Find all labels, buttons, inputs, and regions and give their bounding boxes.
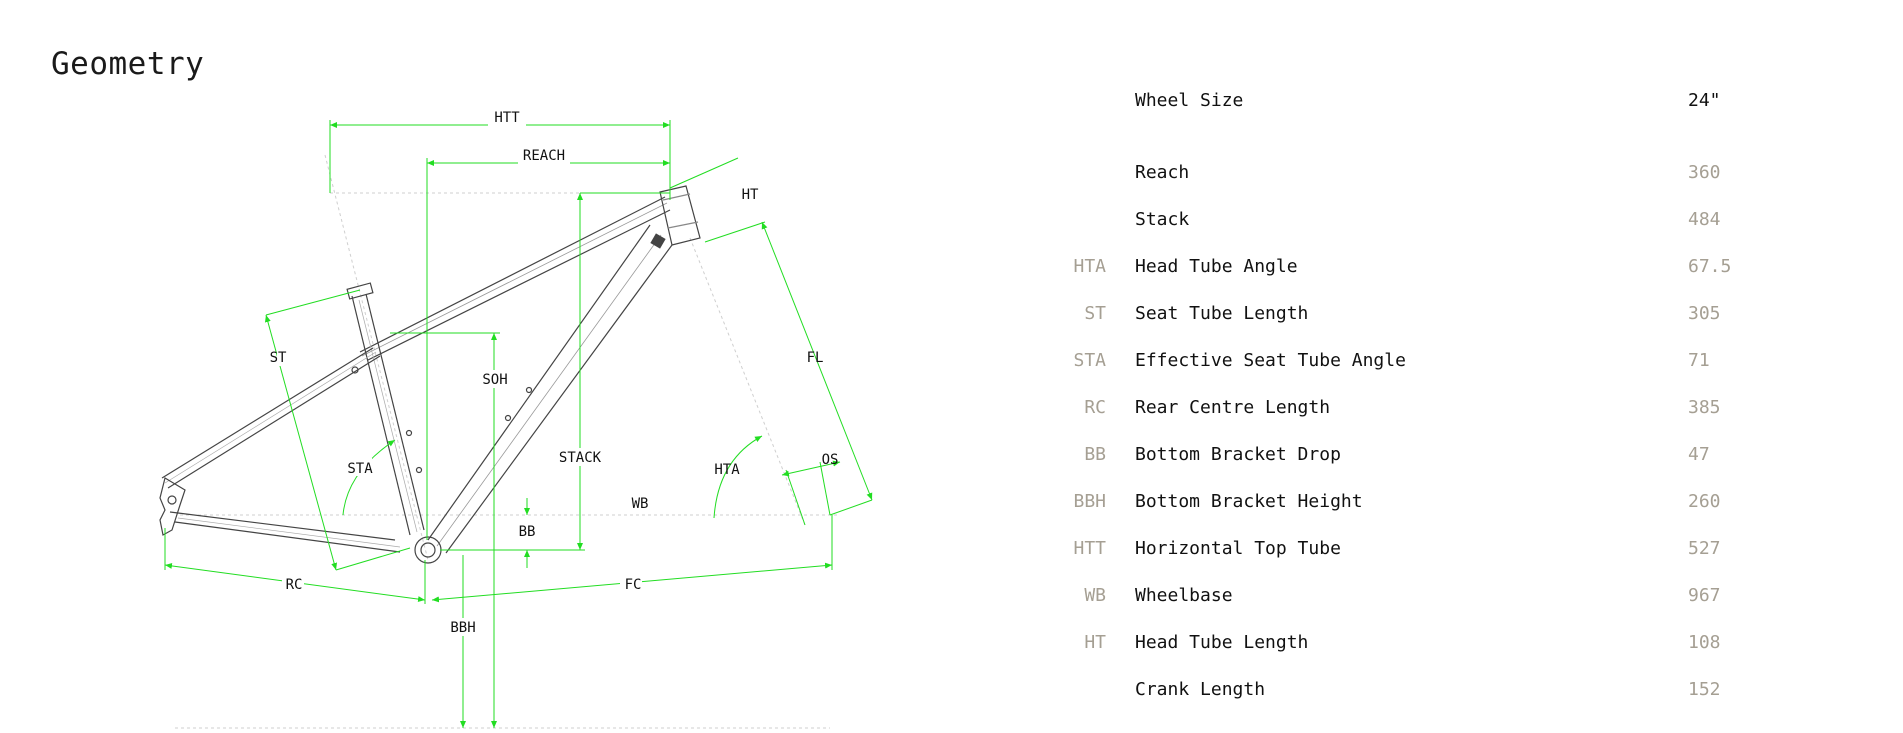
bbh-label: BBH bbox=[450, 620, 475, 636]
spec-value: 67.5 bbox=[1688, 256, 1732, 277]
fl-label: FL bbox=[807, 350, 824, 366]
spec-label: Head Tube Angle bbox=[1135, 256, 1298, 277]
spec-value: 71 bbox=[1688, 350, 1710, 371]
os-label: OS bbox=[822, 452, 839, 468]
spec-value: 24" bbox=[1688, 90, 1721, 111]
guide-lines bbox=[175, 154, 840, 729]
rc-label: RC bbox=[286, 577, 303, 593]
spec-value: 47 bbox=[1688, 444, 1710, 465]
spec-label: Reach bbox=[1135, 162, 1190, 183]
spec-row-top-tube: HTT Horizontal Top Tube 527 bbox=[1040, 538, 1800, 568]
spec-abbr: HT bbox=[1084, 632, 1106, 653]
geometry-diagram: HTT REACH HT ST SOH FL STA STACK HTA OS … bbox=[159, 108, 873, 729]
spec-row-head-tube-length: HT Head Tube Length 108 bbox=[1040, 632, 1800, 662]
spec-label: Crank Length bbox=[1135, 679, 1266, 700]
spec-row-bb-height: BBH Bottom Bracket Height 260 bbox=[1040, 491, 1800, 521]
spec-label: Bottom Bracket Height bbox=[1135, 491, 1363, 512]
wb-label: WB bbox=[632, 496, 649, 512]
spec-label: Effective Seat Tube Angle bbox=[1135, 350, 1406, 371]
spec-row-bb-drop: BB Bottom Bracket Drop 47 bbox=[1040, 444, 1800, 474]
spec-abbr: HTT bbox=[1073, 538, 1106, 559]
spec-label: Horizontal Top Tube bbox=[1135, 538, 1341, 559]
spec-label: Stack bbox=[1135, 209, 1190, 230]
fc-label: FC bbox=[625, 577, 642, 593]
page-title: Geometry bbox=[51, 46, 205, 82]
spec-abbr: WB bbox=[1084, 585, 1106, 606]
spec-abbr: HTA bbox=[1073, 256, 1106, 277]
spec-abbr: ST bbox=[1084, 303, 1106, 324]
spec-value: 305 bbox=[1688, 303, 1721, 324]
spec-label: Wheel Size bbox=[1135, 90, 1244, 111]
spec-row-head-tube-angle: HTA Head Tube Angle 67.5 bbox=[1040, 256, 1800, 286]
hta-label: HTA bbox=[714, 462, 740, 478]
spec-row-reach: Reach 360 bbox=[1040, 162, 1800, 192]
spec-value: 385 bbox=[1688, 397, 1721, 418]
spec-row-wheelbase: WB Wheelbase 967 bbox=[1040, 585, 1800, 615]
spec-value: 152 bbox=[1688, 679, 1721, 700]
dimension-lines bbox=[164, 120, 873, 728]
spec-abbr: RC bbox=[1084, 397, 1106, 418]
spec-label: Wheelbase bbox=[1135, 585, 1233, 606]
sta-label: STA bbox=[347, 461, 373, 477]
spec-label: Head Tube Length bbox=[1135, 632, 1309, 653]
spec-row-crank-length: Crank Length 152 bbox=[1040, 679, 1800, 709]
dimension-labels bbox=[277, 108, 642, 636]
ht-label: HT bbox=[742, 187, 759, 203]
spec-row-wheel-size: Wheel Size 24" bbox=[1040, 90, 1800, 120]
spec-value: 108 bbox=[1688, 632, 1721, 653]
spec-row-seat-tube-length: ST Seat Tube Length 305 bbox=[1040, 303, 1800, 333]
reach-label: REACH bbox=[523, 148, 565, 164]
spec-row-rear-centre: RC Rear Centre Length 385 bbox=[1040, 397, 1800, 427]
soh-label: SOH bbox=[482, 372, 507, 388]
st-label: ST bbox=[270, 350, 287, 366]
spec-value: 967 bbox=[1688, 585, 1721, 606]
spec-label: Rear Centre Length bbox=[1135, 397, 1331, 418]
bike-frame bbox=[159, 185, 701, 564]
spec-abbr: STA bbox=[1073, 350, 1106, 371]
spec-label: Seat Tube Length bbox=[1135, 303, 1309, 324]
spec-abbr: BB bbox=[1084, 444, 1106, 465]
stack-label: STACK bbox=[559, 450, 602, 466]
spec-value: 360 bbox=[1688, 162, 1721, 183]
spec-value: 484 bbox=[1688, 209, 1721, 230]
spec-abbr: BBH bbox=[1073, 491, 1106, 512]
bb-label: BB bbox=[519, 524, 536, 540]
spec-row-stack: Stack 484 bbox=[1040, 209, 1800, 239]
spec-row-seat-tube-angle: STA Effective Seat Tube Angle 71 bbox=[1040, 350, 1800, 380]
spec-value: 260 bbox=[1688, 491, 1721, 512]
htt-label: HTT bbox=[494, 110, 520, 126]
spec-label: Bottom Bracket Drop bbox=[1135, 444, 1341, 465]
spec-value: 527 bbox=[1688, 538, 1721, 559]
